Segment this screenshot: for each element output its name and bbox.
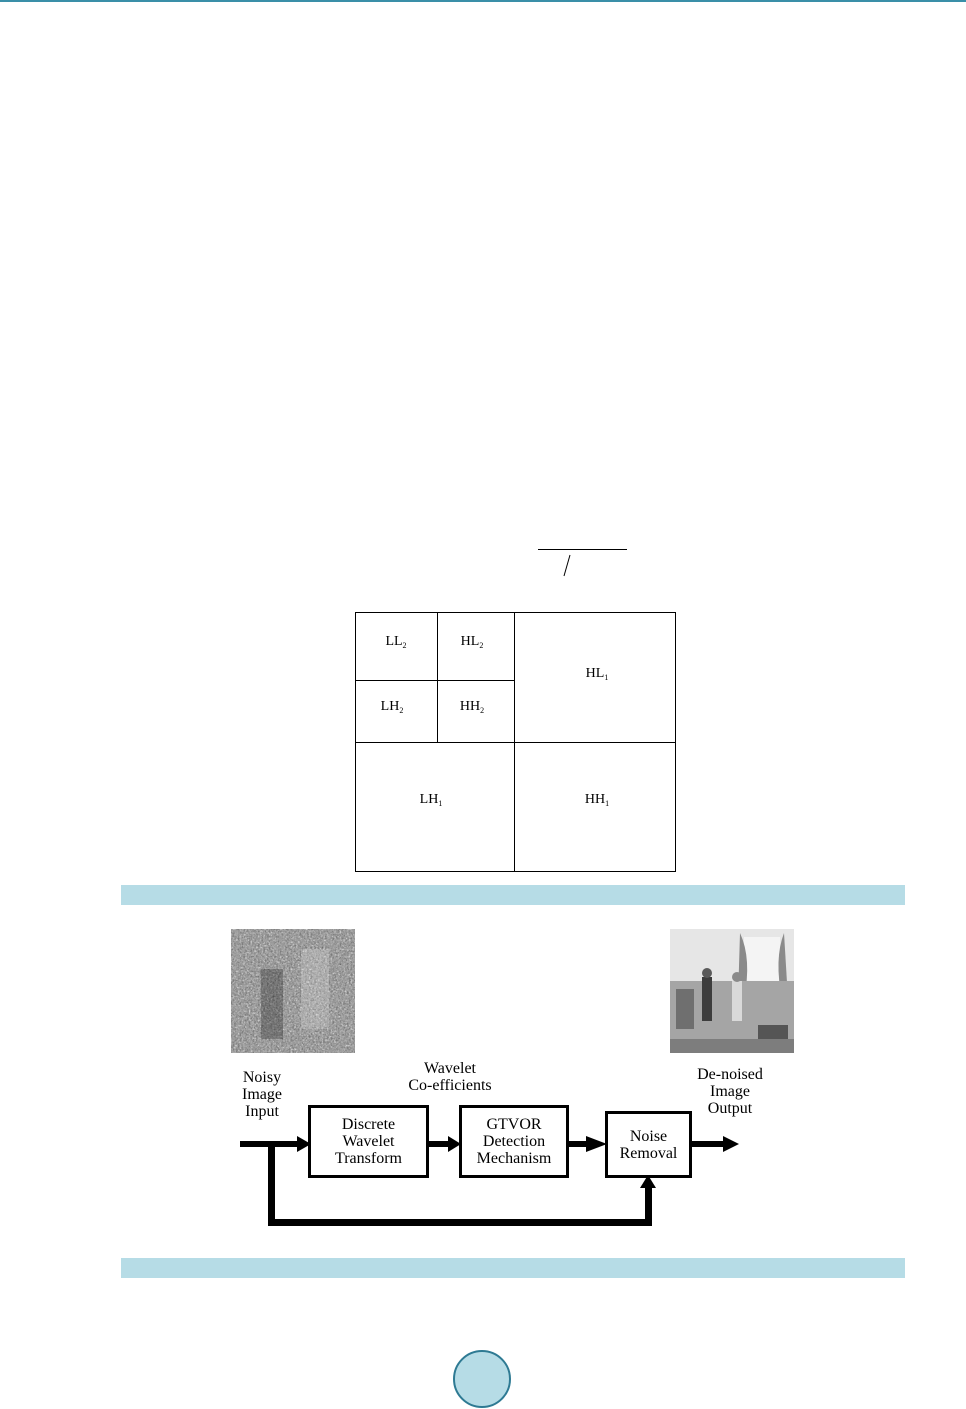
- diagram-connectors: [240, 1136, 739, 1226]
- equation-slash: [563, 554, 571, 577]
- noisy-image-thumbnail: [231, 929, 355, 1053]
- fraction-bar: [538, 549, 627, 550]
- output-label: De-noised Image Output: [697, 1066, 763, 1117]
- wavelet-coefficients-label: Wavelet Co-efficients: [408, 1060, 492, 1094]
- input-label: Noisy Image Input: [242, 1069, 282, 1120]
- page-number-badge: [453, 1350, 511, 1408]
- cell-hh1: HH1: [584, 792, 610, 808]
- cell-lh2: LH2: [380, 699, 404, 715]
- cell-hh2: HH2: [459, 699, 485, 715]
- gtvor-block: GTVOR Detection Mechanism: [459, 1105, 569, 1178]
- figure1-caption-bar: [121, 885, 905, 905]
- dwt-block: Discrete Wavelet Transform: [308, 1105, 429, 1178]
- header-rule: [0, 0, 966, 2]
- denoised-image-thumbnail: [670, 929, 794, 1053]
- figure2-caption-bar: [121, 1258, 905, 1278]
- wavelet-subband-diagram: LL2 HL2 LH2 HH2 HL1 LH1 HH1: [355, 612, 676, 872]
- noise-removal-block: Noise Removal: [605, 1111, 692, 1178]
- cell-hl1: HL1: [585, 666, 609, 682]
- cell-hl2: HL2: [460, 634, 484, 650]
- cell-ll2: LL2: [385, 634, 407, 650]
- cell-lh1: LH1: [419, 792, 443, 808]
